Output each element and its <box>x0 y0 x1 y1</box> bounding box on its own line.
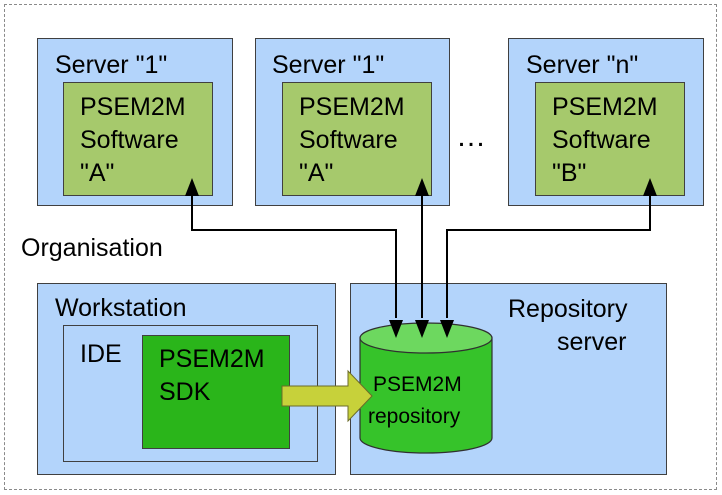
repository-line-2: repository <box>368 405 461 428</box>
ellipsis: … <box>456 120 486 153</box>
arrowhead-server-2 <box>415 178 429 196</box>
repository-server-title-line-1: Repository <box>508 295 628 323</box>
software-box-n <box>535 82 685 196</box>
arrowhead-server-1 <box>185 178 199 196</box>
connector-server-1 <box>191 193 397 318</box>
arrowhead-repo-3 <box>440 320 454 338</box>
software-1-line-1: PSEM2M <box>80 93 186 121</box>
sdk-box <box>142 335 290 449</box>
deployment-connectors <box>191 193 651 318</box>
repository-server-title-line-2: server <box>557 328 627 356</box>
server-1-title: Server "1" <box>55 51 168 79</box>
sdk-line-1: PSEM2M <box>159 345 265 373</box>
arrowhead-server-n <box>643 178 657 196</box>
repository-cylinder <box>359 322 493 454</box>
repository-line-1: PSEM2M <box>373 373 462 396</box>
software-2-line-2: Software <box>299 126 398 154</box>
software-1-line-2: Software <box>80 126 179 154</box>
workstation-title: Workstation <box>55 294 187 322</box>
ide-label: IDE <box>80 340 122 368</box>
server-n-title: Server "n" <box>526 51 639 79</box>
software-n-line-2: Software <box>552 126 651 154</box>
software-box-1 <box>63 82 213 196</box>
software-2-line-3: "A" <box>299 159 334 187</box>
publish-arrow <box>281 369 373 423</box>
server-2-title: Server "1" <box>272 51 385 79</box>
sdk-line-2: SDK <box>159 378 211 406</box>
organisation-label: Organisation <box>21 234 163 262</box>
arrowhead-repo-1 <box>389 320 403 338</box>
connector-server-n <box>446 193 651 318</box>
software-box-2 <box>282 82 432 196</box>
software-n-line-3: "B" <box>552 159 587 187</box>
software-2-line-1: PSEM2M <box>299 93 405 121</box>
software-n-line-1: PSEM2M <box>552 93 658 121</box>
organisation-frame <box>4 4 717 490</box>
arrowhead-repo-2 <box>415 320 429 338</box>
software-1-line-3: "A" <box>80 159 115 187</box>
